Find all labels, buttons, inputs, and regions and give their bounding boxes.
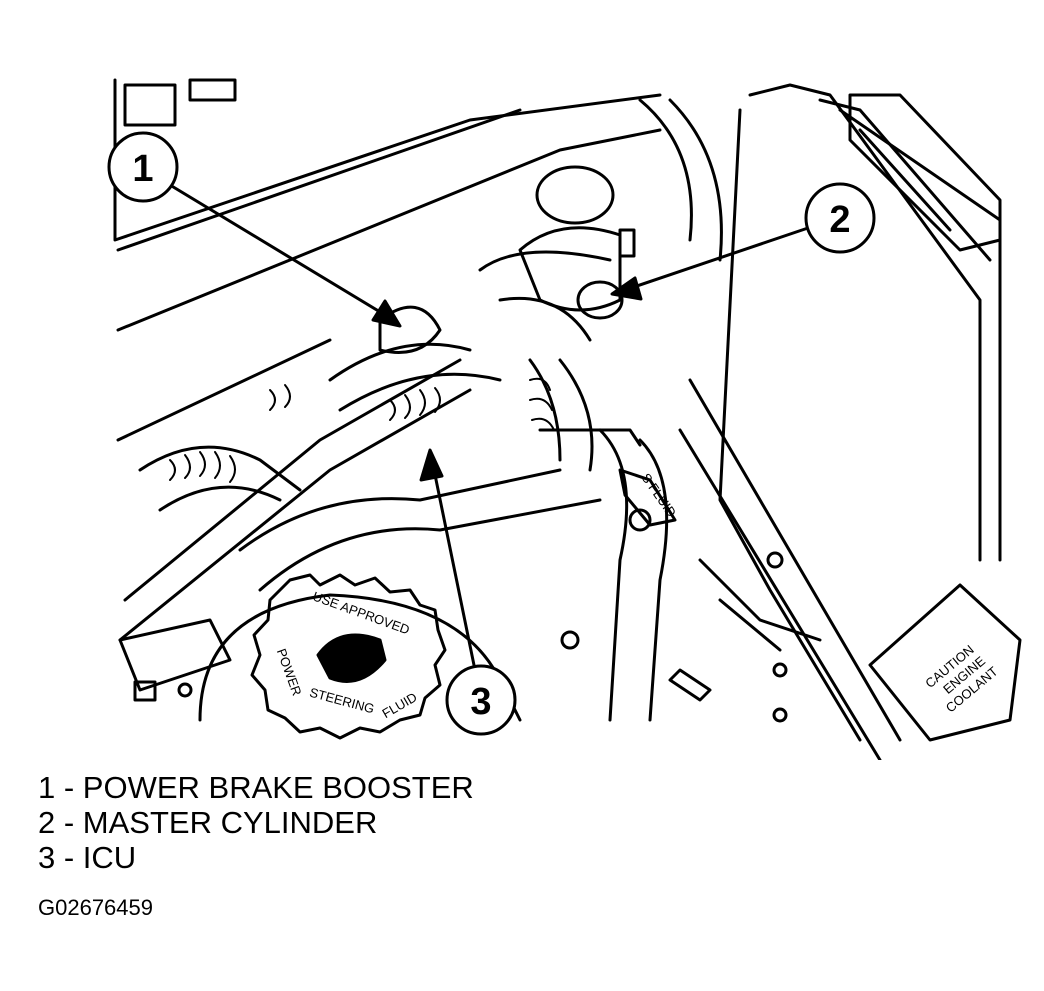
callout-1-arrowhead — [371, 299, 402, 328]
callout-3-circle — [445, 664, 517, 736]
master-cylinder-reservoir — [478, 165, 636, 320]
callout-1-circle — [107, 131, 179, 203]
callout-3: 3 — [419, 448, 517, 736]
callout-2-number: 2 — [829, 199, 850, 241]
lower-bracket — [118, 508, 822, 723]
coolant-reservoir: CAUTION ENGINE COOLANT — [868, 583, 1022, 742]
figure-id: G02676459 — [38, 895, 153, 920]
legend-item-2: 2 - MASTER CYLINDER — [38, 805, 378, 840]
callout-1: 1 — [107, 131, 402, 328]
callout-2: 2 — [610, 182, 876, 301]
callout-3-arrowhead — [419, 448, 444, 482]
coiled-hose — [169, 377, 555, 483]
legend-item-1: 1 - POWER BRAKE BOOSTER — [38, 770, 474, 805]
callout-legend: 1 - POWER BRAKE BOOSTER 2 - MASTER CYLIN… — [38, 770, 474, 875]
callout-1-leader — [168, 183, 392, 320]
callout-3-number: 3 — [470, 681, 491, 723]
callout-3-leader — [431, 463, 477, 672]
cap-text-left: POWER — [274, 646, 305, 697]
cap-text-top: USE APPROVED — [311, 588, 412, 637]
hoses — [118, 98, 723, 722]
engine-bay-illustration: USE APPROVED POWER STEERING FLUID S FLUI… — [107, 78, 1022, 760]
callout-2-leader — [623, 226, 810, 292]
legend-item-3: 3 - ICU — [38, 840, 137, 875]
fender-panel — [678, 83, 1002, 760]
callout-2-circle — [804, 182, 876, 254]
power-steering-reservoir — [198, 573, 522, 740]
cap-text-bottom-left: STEERING — [308, 685, 376, 717]
callout-1-number: 1 — [132, 148, 153, 190]
brake-booster — [328, 305, 502, 412]
fuse-box — [848, 93, 1002, 252]
callout-2-arrowhead — [610, 276, 643, 301]
